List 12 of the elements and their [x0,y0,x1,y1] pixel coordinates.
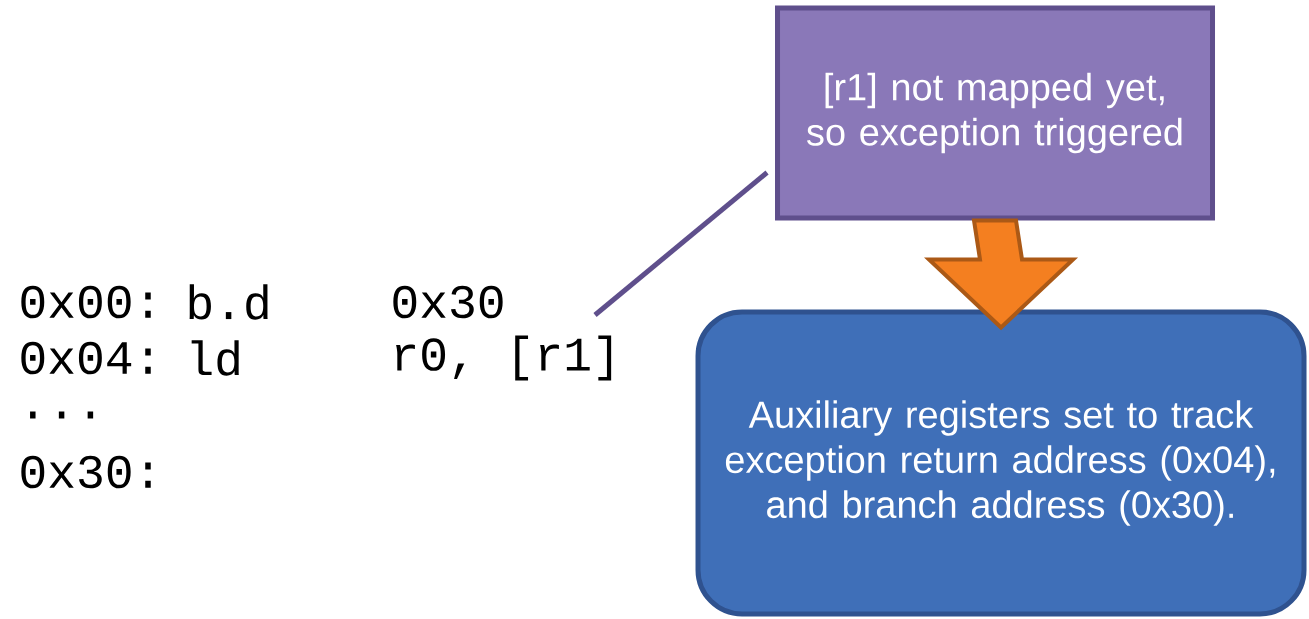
code-text: r0, [r1] [396,335,612,381]
code-text: ... [30,411,94,419]
note-box: Auxiliary registers set to track exception return address (0x04), and branch address (0x30). [695,309,1307,617]
code-text: ld [191,340,239,376]
code-text: 0x04: [21,341,151,375]
code-text: b.d [189,284,268,320]
code-text: 0x00: [21,285,151,319]
code-text: 0x30: [21,455,151,489]
block-arrow [923,218,1079,331]
leader-line [593,170,769,317]
callout-box: [r1] not mapped yet, so exception triggered [775,5,1215,221]
code-text: 0x30 [393,285,503,319]
